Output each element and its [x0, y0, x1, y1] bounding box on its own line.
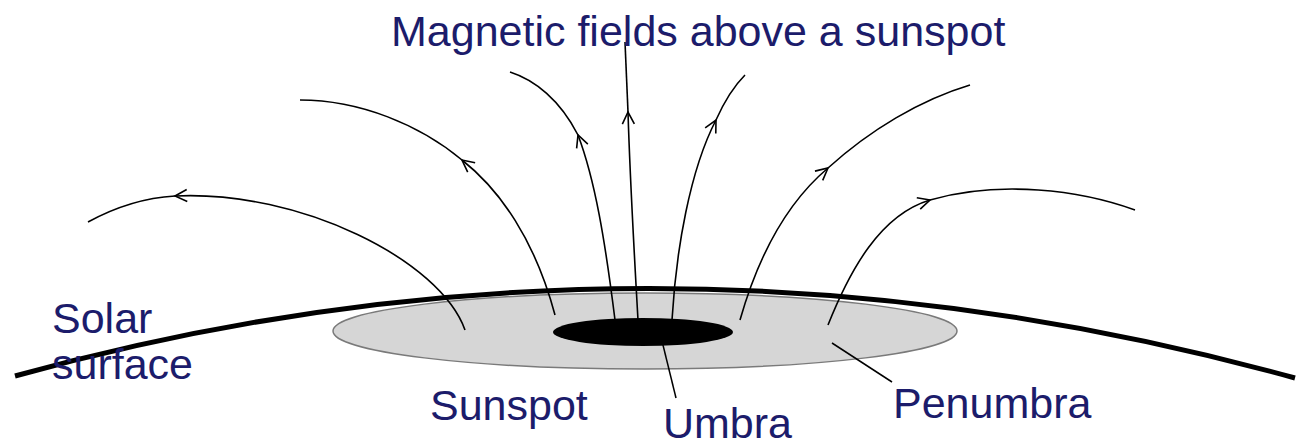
leader-lines — [662, 341, 892, 398]
field-lines — [88, 42, 1135, 330]
part-label: Sunspot — [430, 382, 588, 428]
part-label: Penumbra — [893, 380, 1091, 426]
surface-label: Solar surface — [52, 295, 242, 388]
solar-surface-line — [15, 288, 1295, 378]
diagram-title: Magnetic fields above a sunspot — [391, 8, 1005, 54]
part-label: Umbra — [663, 400, 792, 446]
penumbra-ellipse — [333, 293, 957, 369]
umbra-ellipse — [553, 318, 733, 346]
